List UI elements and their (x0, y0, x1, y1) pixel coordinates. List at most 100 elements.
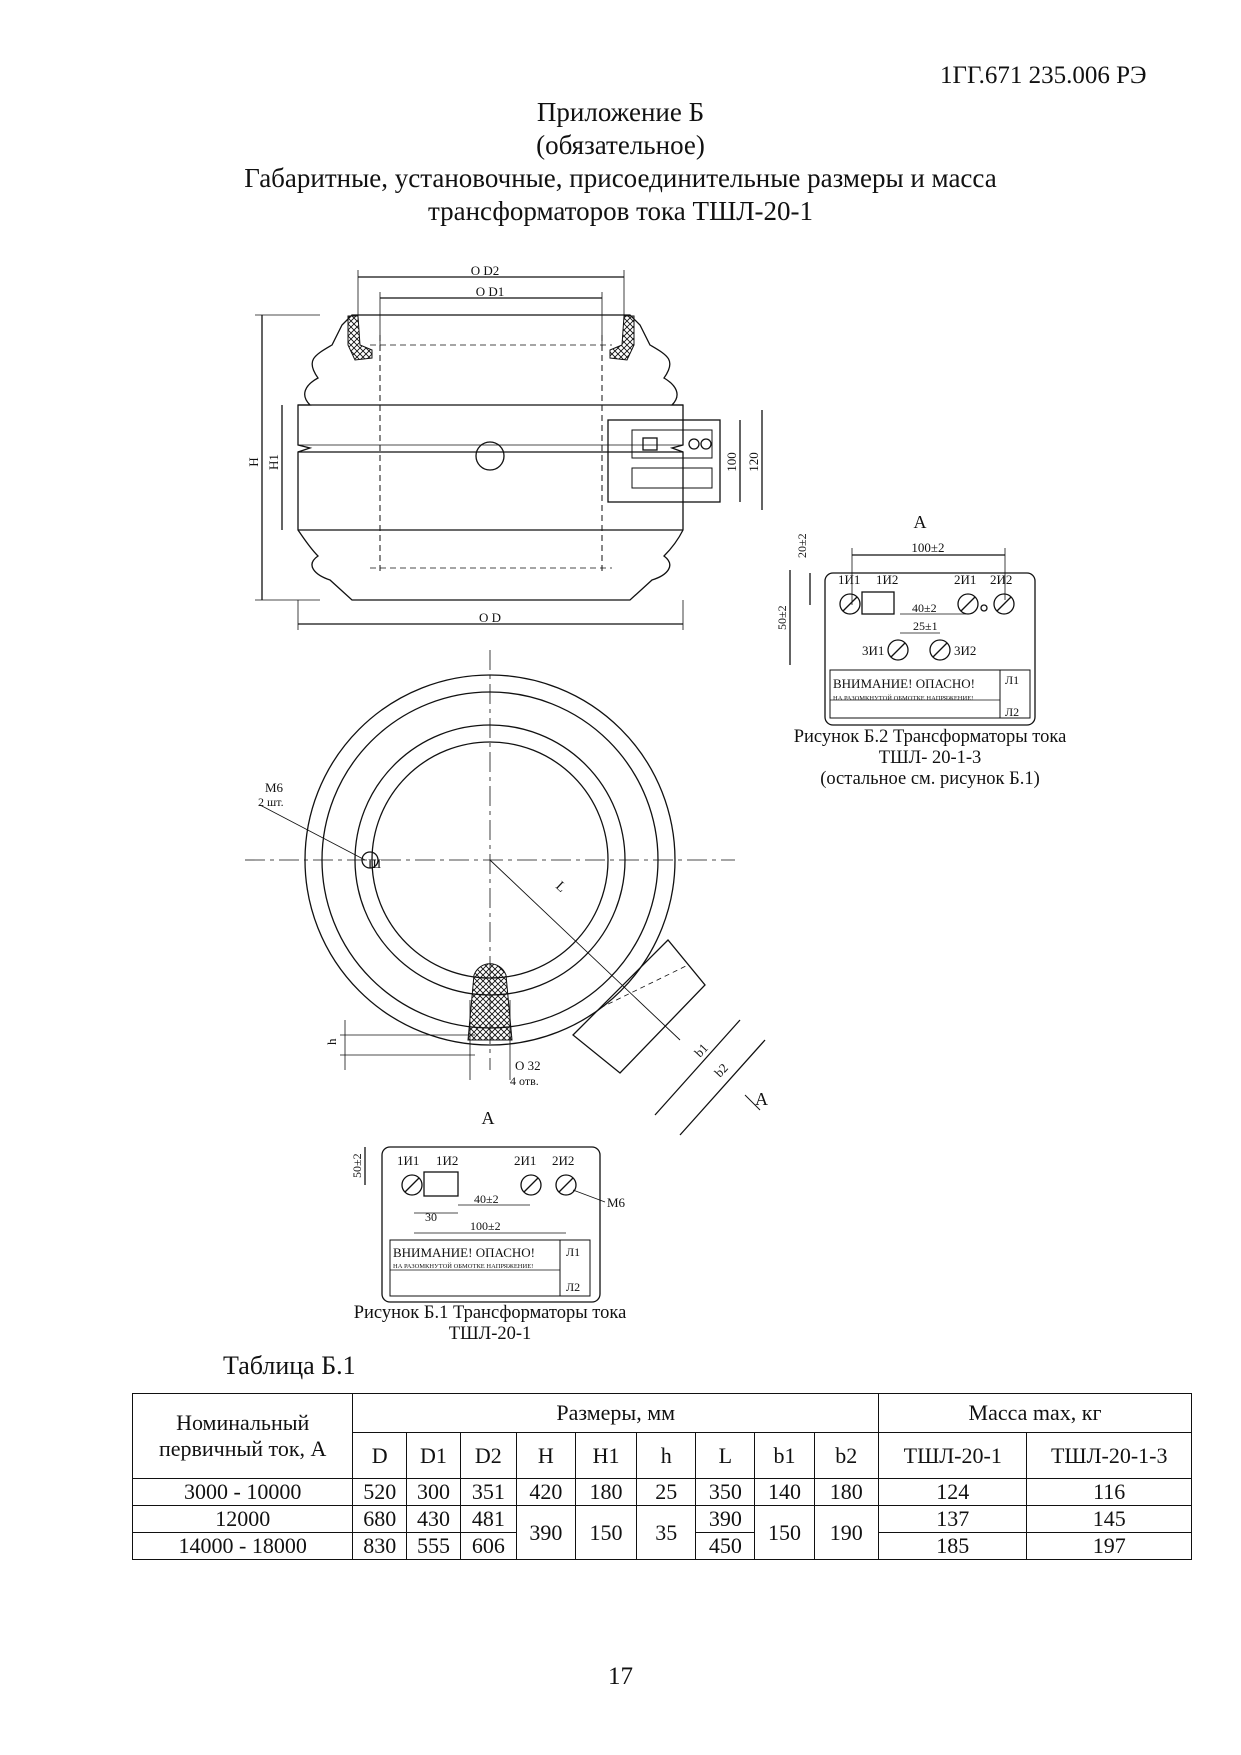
header-mass: Масса max, кг (878, 1393, 1192, 1433)
fig2-caption-line2: ТШЛ- 20-1-3 (878, 748, 982, 768)
col-mass-2: ТШЛ-20-1-3 (1026, 1432, 1192, 1479)
document-code: 1ГГ.671 235.006 РЭ (940, 62, 1147, 89)
fig2-term-2i2: 2И2 (990, 572, 1012, 587)
fig2-dim20: 20±2 (795, 533, 809, 558)
cell-h: 390 (515, 1505, 576, 1560)
cell-mass-2: 197 (1026, 1532, 1192, 1560)
fig1-term-1i2: 1И2 (436, 1153, 458, 1168)
label-4-holes: 4 отв. (510, 1074, 539, 1088)
cell-h-small: 25 (636, 1478, 697, 1506)
fig1-m6: M6 (607, 1195, 626, 1210)
table-row: 12000 680 430 481 390 150 35 390 150 190… (131, 1505, 1192, 1560)
table-row: 3000 - 10000 520 300 351 420 180 25 350 … (131, 1478, 1192, 1506)
fig1-l2: Л2 (566, 1280, 580, 1294)
cell-d: 520 (352, 1478, 408, 1506)
fig2-dim50: 50±2 (775, 605, 789, 630)
cell-d: 830 (352, 1532, 408, 1560)
cell-b2: 180 (813, 1478, 880, 1506)
fig2-term-3i2: 3И2 (954, 643, 976, 658)
fig1-view-label: A (482, 1108, 495, 1128)
cell-mass-1: 124 (878, 1478, 1028, 1506)
cell-mass-1: 137 (878, 1505, 1028, 1533)
cell-d1: 430 (406, 1505, 461, 1533)
label-od1: O D1 (476, 284, 505, 299)
label-b1: b1 (691, 1040, 711, 1060)
col-b2: b2 (813, 1432, 880, 1479)
label-l: L (552, 879, 568, 896)
cell-h1: 150 (574, 1505, 638, 1560)
table-header-row-1: Номинальный первичный ток, А Размеры, мм… (131, 1393, 1192, 1479)
cell-b1: 150 (754, 1505, 815, 1560)
fig1-warning: ВНИМАНИЕ! ОПАСНО! (393, 1245, 535, 1260)
cell-l: 390 (695, 1505, 756, 1533)
technical-drawing: O D2 O D1 O D H H1 100 120 M6 2 шт. Ш L … (245, 263, 1036, 1303)
fig2-dim100: 100±2 (911, 540, 944, 555)
cell-h1: 180 (574, 1478, 638, 1506)
fig2-panel (789, 548, 1036, 726)
fig1-panel (364, 1146, 606, 1303)
label-2sht: 2 шт. (258, 795, 284, 809)
header-sizes: Размеры, мм (352, 1393, 880, 1433)
cell-d: 680 (352, 1505, 408, 1533)
cell-d2: 351 (459, 1478, 517, 1506)
label-od: O D (479, 610, 501, 625)
cell-d1: 555 (406, 1532, 461, 1560)
col-mass-1: ТШЛ-20-1 (878, 1432, 1028, 1479)
fig2-dim40: 40±2 (912, 601, 937, 615)
fig2-term-1i1: 1И1 (838, 572, 860, 587)
fig1-l1: Л1 (566, 1245, 580, 1259)
cell-b2: 190 (813, 1505, 880, 1560)
fig1-dim30: 30 (425, 1210, 437, 1224)
label-od2: O D2 (471, 263, 500, 278)
cell-h: 420 (515, 1478, 576, 1506)
label-o32: O 32 (515, 1058, 541, 1073)
label-b2: b2 (711, 1060, 731, 1080)
fig1-caption: Рисунок Б.1 Трансформаторы тока ТШЛ-20-1 (320, 1303, 660, 1345)
fig1-term-2i2: 2И2 (552, 1153, 574, 1168)
col-d1: D1 (406, 1432, 461, 1479)
fig2-term-3i1: 3И1 (862, 643, 884, 658)
cell-current: 14000 - 18000 (131, 1532, 354, 1560)
cell-current: 12000 (131, 1505, 354, 1533)
label-view-a: A (755, 1089, 768, 1109)
fig2-caption-line1: Рисунок Б.2 Трансформаторы тока (793, 727, 1067, 747)
fig1-term-1i1: 1И1 (397, 1153, 419, 1168)
dimensions-table: Номинальный первичный ток, А Размеры, мм… (131, 1393, 1192, 1560)
table-header-row-2: D D1 D2 H H1 h L b1 b2 ТШЛ-20-1 ТШЛ-20-1… (133, 1432, 1192, 1479)
fig2-caption-line3: (остальное см. рисунок Б.1) (820, 769, 1040, 789)
fig1-dim40: 40±2 (474, 1192, 499, 1206)
plan-view (245, 650, 766, 1136)
fig1-dim100: 100±2 (470, 1219, 501, 1233)
table-title: Таблица Б.1 (223, 1351, 356, 1380)
cell-mass-2: 145 (1026, 1505, 1192, 1533)
page-number: 17 (608, 1663, 633, 1690)
col-d: D (352, 1432, 408, 1479)
appendix-heading-line2: трансформаторов тока ТШЛ-20-1 (427, 196, 813, 226)
fig1-warning-sub: НА РАЗОМКНУТОЙ ОБМОТКЕ НАПРЯЖЕНИЕ! (393, 1262, 533, 1270)
col-h: H (515, 1432, 576, 1479)
label-h: H (246, 457, 261, 466)
cell-b1: 140 (754, 1478, 815, 1506)
col-b1: b1 (754, 1432, 815, 1479)
table-row: 14000 - 18000 830 555 606 450 185 197 (131, 1532, 1192, 1560)
fig2-term-1i2: 1И2 (876, 572, 898, 587)
fig2-dim25: 25±1 (913, 619, 938, 633)
cell-l: 450 (695, 1532, 756, 1560)
col-d2: D2 (459, 1432, 517, 1479)
col-h-small: h (636, 1432, 697, 1479)
cell-mass-2: 116 (1026, 1478, 1192, 1506)
cell-d2: 606 (459, 1532, 517, 1560)
fig2-l2: Л2 (1005, 705, 1019, 719)
label-h-small: h (324, 1038, 339, 1045)
label-h1: H1 (266, 454, 281, 470)
cell-d1: 300 (406, 1478, 461, 1506)
header-current: Номинальный первичный ток, А (131, 1393, 354, 1479)
cell-l: 350 (695, 1478, 756, 1506)
front-elevation (255, 270, 763, 630)
fig2-term-2i1: 2И1 (954, 572, 976, 587)
fig2-warning-sub: НА РАЗОМКНУТОЙ ОБМОТКЕ НАПРЯЖЕНИЕ! (833, 694, 973, 702)
fig1-term-2i1: 2И1 (514, 1153, 536, 1168)
col-h1: H1 (574, 1432, 638, 1479)
cell-mass-1: 185 (878, 1532, 1028, 1560)
label-sh: Ш (368, 856, 381, 871)
